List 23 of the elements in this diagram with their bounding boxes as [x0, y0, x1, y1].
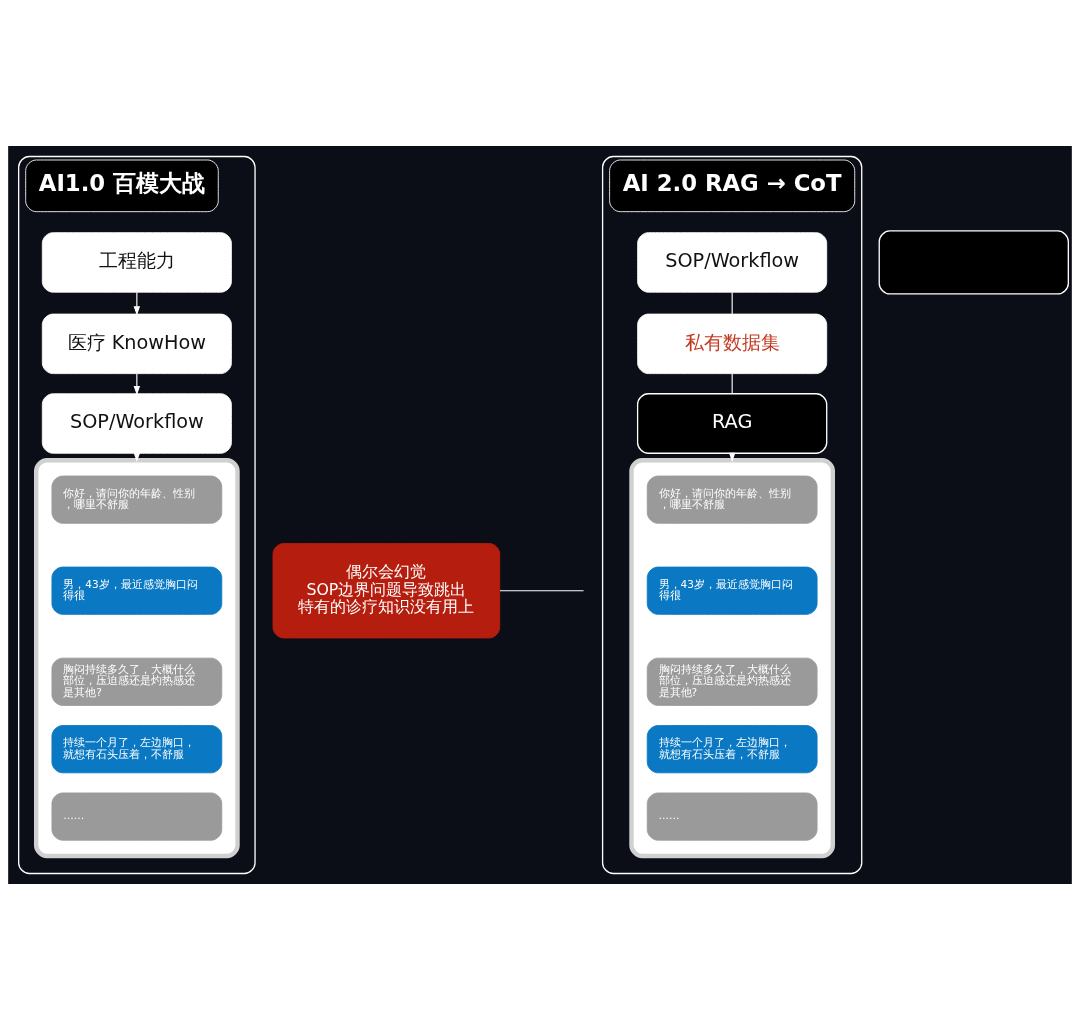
node-box: …… — [51, 792, 223, 841]
connector — [731, 372, 733, 394]
node-box: 工程能力 — [41, 231, 232, 293]
node-box: 持续一个月了，左边胸口，就想有石头压着，不舒服 — [646, 724, 818, 773]
node-box: 胸闷持续多久了，大概什么部位，压迫感还是灼热感还是其他? — [646, 657, 818, 706]
arrow — [133, 372, 141, 395]
connector — [499, 589, 585, 591]
node-box: …… — [646, 792, 818, 841]
node-box: 男，43岁，最近感觉胸口闷得很 — [646, 566, 818, 615]
node-box: SOP/Workflow — [637, 231, 828, 293]
node-box: 胸闷持续多久了，大概什么部位，压迫感还是灼热感还是其他? — [51, 657, 223, 706]
node-box — [878, 229, 1069, 295]
node-box: 偶尔会幻觉 SOP边界问题导致跳出 特有的诊疗知识没有用上 — [272, 542, 501, 638]
node-box: 你好，请问你的年龄、性别，哪里不舒服 — [51, 475, 223, 524]
node-box: 持续一个月了，左边胸口，就想有石头压着，不舒服 — [51, 724, 223, 773]
node-box: 你好，请问你的年龄、性别，哪里不舒服 — [646, 475, 818, 524]
arrow — [133, 291, 141, 316]
cluster — [629, 457, 836, 858]
connector — [731, 291, 733, 314]
node-box: 私有数据集 — [637, 313, 828, 374]
cluster — [34, 457, 240, 858]
node-box: 医疗 KnowHow — [41, 313, 232, 374]
node-box: 男，43岁，最近感觉胸口闷得很 — [51, 566, 223, 615]
